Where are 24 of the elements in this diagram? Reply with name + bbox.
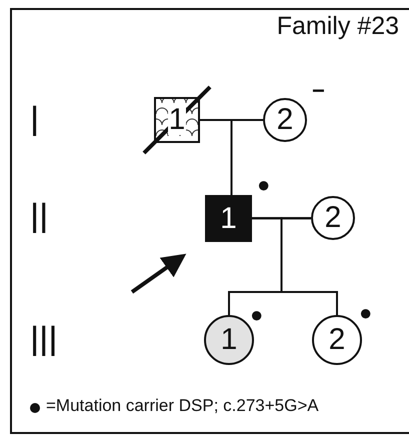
status-mark: ● bbox=[359, 300, 372, 326]
generation-label: III bbox=[30, 320, 58, 364]
legend-text: =Mutation carrier DSP; c.273+5G>A bbox=[46, 396, 319, 416]
individual-number: 2 bbox=[328, 325, 346, 355]
generation-label: II bbox=[30, 197, 48, 241]
status-mark: ● bbox=[250, 302, 264, 328]
pedigree-line bbox=[280, 217, 338, 315]
individual-number: 1 bbox=[220, 204, 237, 234]
circle-symbol bbox=[312, 315, 362, 365]
proband-arrow bbox=[130, 254, 186, 294]
title: Family #23 bbox=[276, 12, 399, 41]
circle-symbol bbox=[263, 98, 307, 142]
hatched-square-symbol bbox=[154, 97, 200, 143]
individual-number: 1 bbox=[168, 105, 186, 135]
circle-symbol bbox=[311, 196, 355, 240]
status-mark: − bbox=[312, 78, 325, 104]
pedigree-line bbox=[230, 119, 263, 195]
status-mark: ● bbox=[257, 172, 270, 198]
generation-label: I bbox=[30, 100, 40, 144]
individual-number: 1 bbox=[220, 325, 238, 355]
individual-number: 2 bbox=[324, 203, 342, 233]
shaded-circle-symbol bbox=[204, 315, 254, 365]
filled-square-symbol bbox=[205, 195, 252, 242]
individual-number: 2 bbox=[276, 105, 294, 135]
